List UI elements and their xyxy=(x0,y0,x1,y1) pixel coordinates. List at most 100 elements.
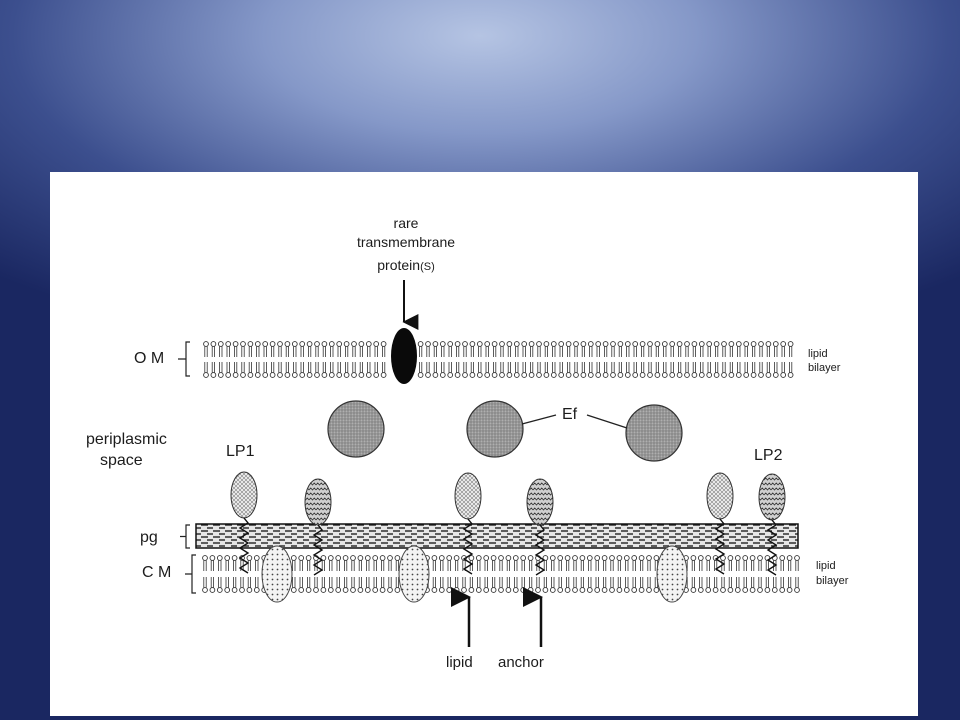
lipid-head xyxy=(284,372,291,378)
lipid-head xyxy=(327,587,334,593)
lipid-head xyxy=(240,372,246,378)
lipid-head xyxy=(646,555,652,561)
lipid-head xyxy=(351,341,357,347)
peptidoglycan-layer xyxy=(195,523,799,549)
lipid-head xyxy=(669,372,676,378)
lipid-head xyxy=(617,341,624,347)
lipid-head xyxy=(750,341,757,347)
cm-label: C M xyxy=(142,564,171,581)
om-lipid-label-line1: lipid xyxy=(808,348,828,360)
ef-sphere-3 xyxy=(625,404,683,462)
lipid-head xyxy=(343,372,350,378)
lipid-head xyxy=(439,341,446,347)
lipid-head xyxy=(705,555,712,561)
lipid-head xyxy=(549,555,556,561)
lipid-head xyxy=(202,587,208,593)
ef-sphere-2 xyxy=(466,400,524,458)
lipid-head xyxy=(786,587,793,593)
lipid-head xyxy=(512,587,519,593)
lipid-head xyxy=(387,555,393,561)
lipid-head xyxy=(542,555,549,561)
lipid-head xyxy=(676,372,683,378)
lipid-head xyxy=(787,372,794,378)
lipid-head xyxy=(298,555,305,561)
lipid-head xyxy=(314,372,320,378)
lipid-head xyxy=(336,341,343,347)
lipid-head xyxy=(779,587,786,593)
lipid-head xyxy=(765,341,772,347)
lipid-head xyxy=(254,341,261,347)
lipid-head xyxy=(698,341,705,347)
lipid-head xyxy=(728,341,735,347)
anchor-label: anchor xyxy=(498,654,544,671)
lipid-head xyxy=(705,587,712,593)
lipid-head xyxy=(528,341,535,347)
lipid-head xyxy=(357,555,364,561)
pg-bracket xyxy=(180,524,190,549)
lipid-head xyxy=(616,555,623,561)
lipid-head xyxy=(394,555,401,561)
lipid-head xyxy=(771,587,778,593)
lipid-head xyxy=(277,341,283,347)
lipid-head xyxy=(757,587,763,593)
om-bracket xyxy=(178,341,190,377)
lipid-head xyxy=(475,587,482,593)
lipid-head xyxy=(240,341,246,347)
lipid-head xyxy=(313,587,319,593)
lipid-head xyxy=(453,555,460,561)
lipid-head xyxy=(321,372,328,378)
lipid-head xyxy=(380,372,387,378)
lipid-head xyxy=(299,372,306,378)
lipid-head xyxy=(528,372,535,378)
lipid-head xyxy=(794,587,800,593)
lipid-head xyxy=(203,372,209,378)
lipid-head xyxy=(216,555,223,561)
lipid-head xyxy=(558,372,565,378)
cm-bracket xyxy=(185,554,196,594)
lipid-anchor-2 xyxy=(312,524,324,576)
lipid-head xyxy=(253,555,260,561)
lipid-head xyxy=(757,555,763,561)
membrane-diagram: rare transmembrane protein(S) O M lipid … xyxy=(86,215,849,671)
lipoprotein-4 xyxy=(526,478,554,526)
lipid-head xyxy=(505,555,512,561)
lipid-head xyxy=(358,372,365,378)
lipid-head xyxy=(432,372,439,378)
lipid-head xyxy=(647,341,653,347)
lipid-head xyxy=(557,587,564,593)
lipid-head xyxy=(654,341,661,347)
lipid-head xyxy=(365,372,372,378)
lipid-head xyxy=(417,372,424,378)
lipid-head xyxy=(291,372,298,378)
lipid-head xyxy=(750,372,757,378)
lipid-head xyxy=(209,587,216,593)
lipid-head xyxy=(772,372,779,378)
lipid-head xyxy=(764,587,771,593)
lipid-head xyxy=(425,341,431,347)
integral-protein-2 xyxy=(398,545,430,603)
lipid-head xyxy=(254,372,261,378)
lipid-head xyxy=(246,555,253,561)
lipid-head xyxy=(417,341,424,347)
lipid-head xyxy=(299,341,306,347)
lipid-head xyxy=(624,372,631,378)
lipid-head xyxy=(387,587,393,593)
lipid-head xyxy=(446,555,453,561)
lipid-head xyxy=(587,341,594,347)
lipid-head xyxy=(639,341,646,347)
lipid-head xyxy=(720,555,726,561)
lipid-head xyxy=(513,341,520,347)
lipid-head xyxy=(327,555,334,561)
lipid-head xyxy=(676,341,683,347)
lipid-head xyxy=(735,372,742,378)
lipid-head xyxy=(342,587,349,593)
lipid-head xyxy=(432,341,439,347)
lipid-anchor-4 xyxy=(534,524,546,576)
lipid-head xyxy=(210,341,217,347)
lipid-head xyxy=(290,587,297,593)
lipoprotein-6 xyxy=(758,473,786,521)
lipid-head xyxy=(602,341,609,347)
lipid-head xyxy=(573,341,579,347)
lipid-head xyxy=(713,372,720,378)
lipid-head xyxy=(291,341,298,347)
